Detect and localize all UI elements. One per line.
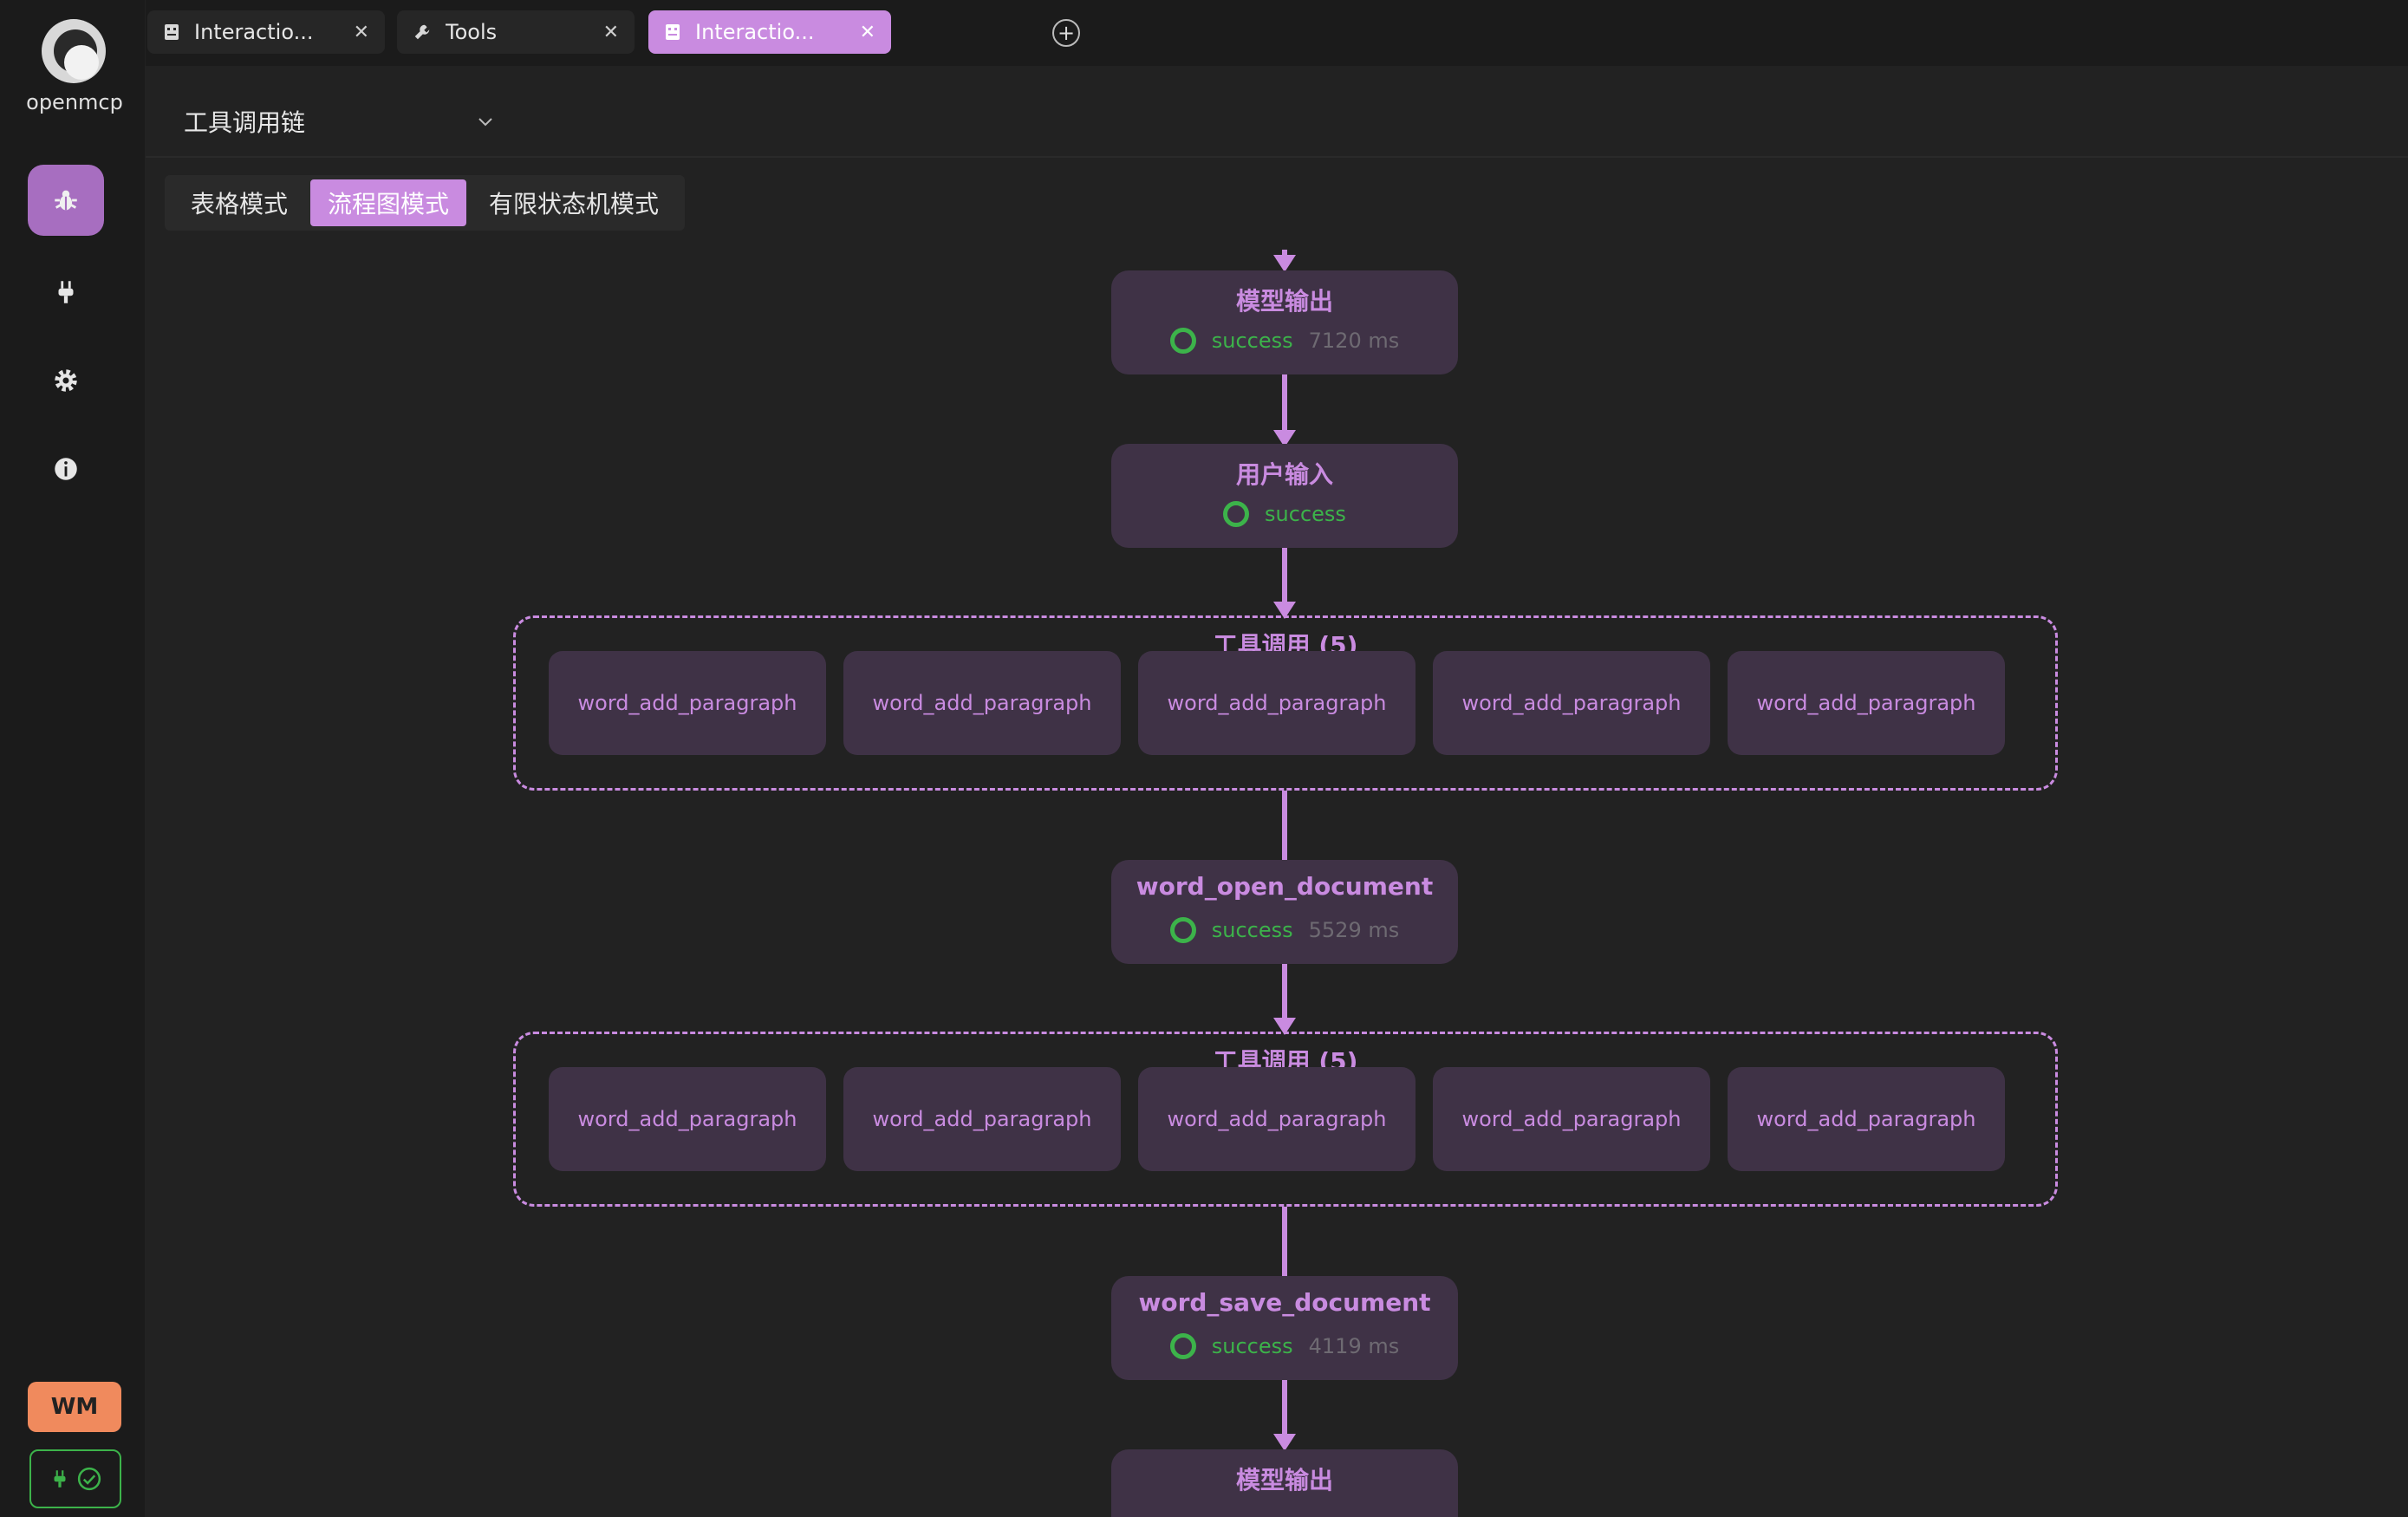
mode-switch: 表格模式 流程图模式 有限状态机模式 [165,175,686,231]
flow-node-word-open-document[interactable]: word_open_document success 5529 ms [1111,860,1458,964]
check-circle-icon [77,1467,101,1491]
flow-arrow [1273,250,1296,272]
sidebar-item-about[interactable] [28,433,104,505]
tool-call-item[interactable]: word_add_paragraph [1433,651,1710,755]
node-title: word_open_document [1136,872,1434,901]
tool-call-item[interactable]: word_add_paragraph [1138,651,1416,755]
tab-label: Tools [446,20,498,44]
duration-text: 5529 ms [1308,918,1400,942]
tool-call-group: 工具调用 (5) word_add_paragraph word_add_par… [513,1032,2058,1207]
sidebar-item-debug[interactable] [28,165,104,236]
connection-status-button[interactable] [29,1449,121,1508]
app-name: openmcp [26,90,123,114]
node-status: success 5529 ms [1111,917,1458,943]
mode-flowchart[interactable]: 流程图模式 [310,179,467,226]
plus-icon: + [1057,21,1076,45]
node-status: success 7120 ms [1111,328,1458,354]
node-title: 用户输入 [1235,460,1333,489]
plug-icon [58,281,74,303]
add-tab-button[interactable]: + [1052,19,1080,47]
bug-icon [55,190,77,211]
chevron-down-icon [478,118,492,127]
flow-node-user-input[interactable]: 用户输入 success [1111,444,1458,548]
tool-call-item[interactable]: word_add_paragraph [843,651,1121,755]
tool-call-item[interactable]: word_add_paragraph [843,1067,1121,1171]
close-icon[interactable]: ✕ [353,21,369,43]
tool-call-item[interactable]: word_add_paragraph [1728,1067,2005,1171]
flow-node-model-output[interactable]: 模型输出 success 7120 ms [1111,270,1458,374]
flow-node-word-save-document[interactable]: word_save_document success 4119 ms [1111,1276,1458,1380]
view-selector[interactable]: 工具调用链 [184,97,496,146]
node-status: success 4119 ms [1111,1333,1458,1359]
success-ring-icon [1169,1333,1196,1359]
close-icon[interactable]: ✕ [859,21,875,43]
duration-text: 4119 ms [1308,1334,1400,1358]
tab-tools[interactable]: Tools ✕ [397,10,635,54]
robot-icon [165,24,179,40]
tab-interaction-1[interactable]: Interactio... ✕ [147,10,385,54]
tool-call-item[interactable]: word_add_paragraph [549,651,826,755]
flow-arrow [1273,791,1296,877]
flow-arrow [1273,548,1296,619]
tool-call-item[interactable]: word_add_paragraph [1433,1067,1710,1171]
tool-call-item[interactable]: word_add_paragraph [1728,651,2005,755]
sidebar: openmcp WM [0,0,146,1517]
sidebar-item-connection[interactable] [28,257,104,328]
tab-label: Interactio... [194,20,314,44]
tool-call-group: 工具调用 (5) word_add_paragraph word_add_par… [513,615,2058,791]
tab-bar: Interactio... ✕ Tools ✕ Interactio... ✕ … [146,0,2408,66]
mode-state-machine[interactable]: 有限状态机模式 [489,190,660,218]
divider [146,156,2408,158]
close-icon[interactable]: ✕ [602,21,619,43]
flow-arrow [1273,374,1296,447]
node-title: 模型输出 [1235,287,1333,316]
tool-call-item[interactable]: word_add_paragraph [549,1067,826,1171]
robot-icon [666,24,680,40]
status-text: success [1211,1334,1293,1358]
openmcp-logo-icon [42,19,106,83]
status-text: success [1211,329,1293,353]
plug-icon [54,1470,66,1488]
node-title: word_save_document [1138,1288,1431,1317]
status-text: success [1265,502,1346,526]
success-ring-icon [1169,328,1196,354]
info-icon [55,458,77,480]
sidebar-item-settings[interactable] [28,345,104,416]
success-ring-icon [1169,917,1196,943]
flow-arrow [1273,1380,1296,1451]
user-badge[interactable]: WM [28,1382,121,1432]
wrench-icon [414,24,430,40]
tool-call-item[interactable]: word_add_paragraph [1138,1067,1416,1171]
flow-arrow [1273,964,1296,1035]
node-title: 模型输出 [1235,1466,1333,1494]
view-selector-value: 工具调用链 [184,108,306,137]
mode-table[interactable]: 表格模式 [191,190,289,218]
tab-interaction-2[interactable]: Interactio... ✕ [648,10,891,54]
flow-arrow [1273,1207,1296,1293]
gear-icon [55,369,77,392]
duration-text: 7120 ms [1308,329,1400,353]
status-text: success [1211,918,1293,942]
flow-node-model-output[interactable]: 模型输出 [1111,1449,1458,1517]
tab-label: Interactio... [695,20,815,44]
success-ring-icon [1223,501,1250,527]
node-status: success [1111,501,1458,527]
